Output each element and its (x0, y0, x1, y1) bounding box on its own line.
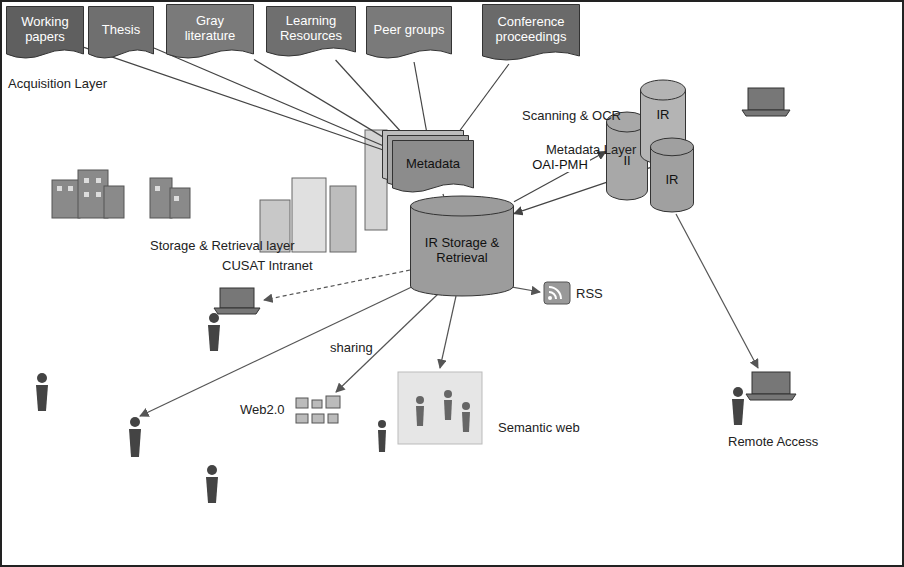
layer-label: Storage & Retrieval layer (150, 238, 295, 253)
edge-label: OAI-PMH (530, 157, 590, 172)
document-shape: Peer groups (366, 6, 452, 62)
layer-label: CUSAT Intranet (222, 258, 313, 273)
connector (442, 194, 444, 196)
connector (154, 48, 392, 149)
storage-cylinder: IR Storage & Retrieval (410, 196, 514, 296)
layer-label: RSS (576, 286, 603, 301)
node-text: Gray literature (171, 14, 249, 44)
layer-label: Semantic web (498, 420, 580, 435)
node-text: Thesis (102, 23, 140, 38)
layer-label: Scanning & OCR (522, 108, 621, 123)
layer-label: Web2.0 (240, 402, 285, 417)
layer-label: Remote Access (728, 434, 818, 449)
layer-label: sharing (330, 340, 373, 355)
rss-icon (544, 282, 570, 304)
layer-label: Acquisition Layer (8, 76, 107, 91)
node-text: IR (666, 173, 679, 188)
document-shape: Working papers (6, 6, 84, 62)
semantic-web-figure (378, 372, 482, 452)
node-text: IR (657, 108, 670, 123)
layer-label: Metadata Layer (546, 142, 636, 157)
server-icon (260, 130, 387, 252)
node-text: IR Storage & Retrieval (414, 236, 510, 266)
laptop-icon (214, 88, 796, 400)
node-text: Conference proceedings (487, 15, 575, 45)
connector (514, 152, 606, 202)
building-icon (52, 170, 190, 218)
document-shape: Learning Resources (266, 6, 356, 60)
connector (414, 62, 428, 140)
connector (453, 64, 509, 140)
document-shape: Thesis (88, 6, 154, 62)
repository-cylinder: IR (650, 138, 694, 212)
node-text: Learning Resources (271, 14, 351, 44)
web20-icons (296, 396, 340, 423)
node-text: Peer groups (374, 23, 445, 38)
metadata-stack: Metadata (392, 140, 474, 194)
connector (254, 59, 392, 142)
document-shape: Gray literature (166, 4, 254, 62)
building-windows (57, 178, 179, 201)
node-text: Working papers (11, 15, 79, 45)
document-shape: Conference proceedings (482, 4, 580, 64)
connector (336, 60, 409, 140)
connector (84, 47, 392, 153)
access-arrow (140, 214, 758, 416)
person-figure (36, 313, 744, 503)
node-text: Metadata (406, 157, 460, 172)
